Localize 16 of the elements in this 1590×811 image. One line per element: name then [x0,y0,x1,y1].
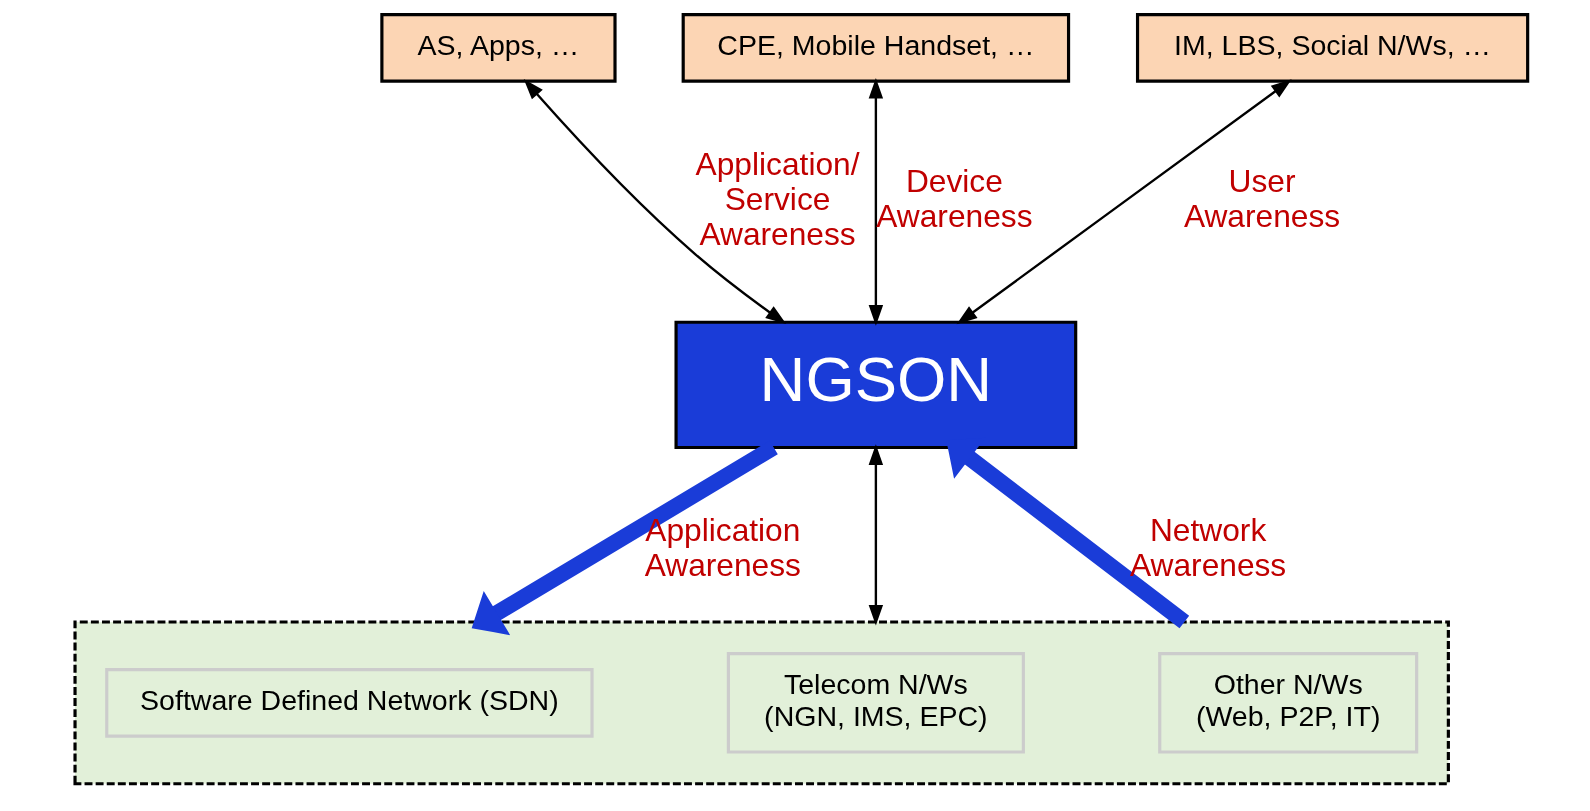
node-box: Software Defined Network (SDN) [105,667,594,738]
node-box: Telecom N/Ws (NGN, IMS, EPC) [726,652,1025,754]
node-box: NGSON [674,320,1078,450]
arrow [868,77,884,326]
arrow [523,79,787,325]
edge-label: User Awareness [1183,163,1341,235]
edge-label: Application/ Service Awareness [695,145,860,252]
arrow [868,444,884,626]
node-box: Other N/Ws (Web, P2P, IT) [1158,652,1419,754]
arrow [956,79,1292,325]
edge-label: Application Awareness [644,512,801,583]
edge-label: Network Awareness [1129,512,1287,583]
cluster [73,620,1450,786]
node-box: CPE, Mobile Handset, … [681,13,1071,83]
node-box: AS, Apps, … [380,13,617,83]
node-box: IM, LBS, Social N/Ws, … [1135,13,1530,83]
